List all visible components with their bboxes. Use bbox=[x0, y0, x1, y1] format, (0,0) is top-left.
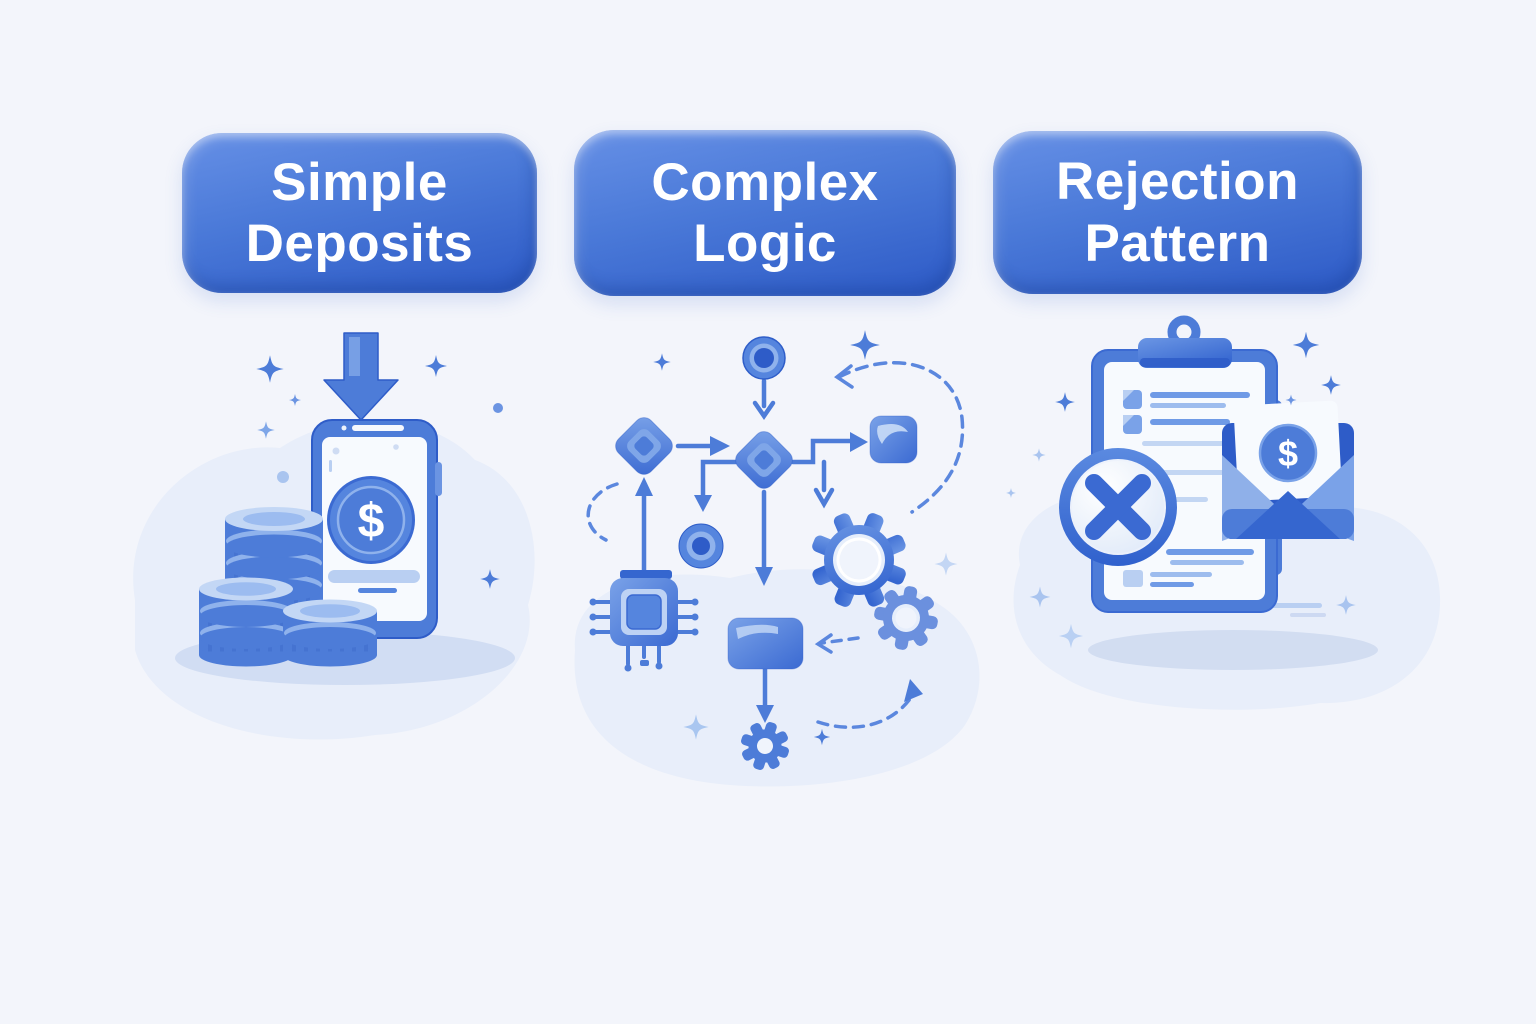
sparkle-icon bbox=[425, 355, 447, 377]
sparkle-icon bbox=[1032, 448, 1046, 462]
sparkle-icon bbox=[257, 421, 275, 439]
flow-arrow-icon bbox=[756, 666, 774, 723]
dashed-connector-icon bbox=[816, 679, 923, 730]
dashed-connector-icon bbox=[834, 361, 965, 514]
accent-line bbox=[1290, 613, 1326, 617]
sparkle-icon bbox=[850, 330, 880, 360]
header-card-rejection-pattern[interactable]: Rejection Pattern bbox=[993, 131, 1362, 294]
sparkle-icon bbox=[256, 355, 284, 383]
sparkle-icon bbox=[1006, 488, 1016, 498]
phone-side-button bbox=[435, 462, 442, 496]
flow-arrow-icon bbox=[752, 378, 776, 420]
accent-line bbox=[1270, 603, 1322, 608]
down-arrow-icon bbox=[323, 332, 399, 421]
simple-deposits-illustration: $ bbox=[133, 332, 535, 740]
sparkle-icon bbox=[653, 353, 671, 371]
dollar-symbol: $ bbox=[1278, 433, 1298, 474]
sparkle-icon bbox=[1292, 331, 1320, 359]
sparkle-icon bbox=[277, 471, 289, 483]
clipboard-icon bbox=[1091, 315, 1278, 613]
dashed-connector-icon bbox=[814, 633, 860, 654]
x-mark bbox=[1085, 474, 1151, 540]
panel-title: Simple Deposits bbox=[245, 152, 474, 273]
sparkle-icon bbox=[288, 393, 302, 407]
panel-title: Rejection Pattern bbox=[1055, 152, 1300, 273]
flow-arrow-icon bbox=[694, 459, 739, 512]
decision-diamond-icon bbox=[735, 431, 793, 489]
envelope-icon: $ bbox=[1222, 400, 1354, 541]
flow-arrow-icon bbox=[675, 436, 730, 456]
process-square-icon bbox=[869, 415, 918, 464]
ground-shadow bbox=[1088, 630, 1378, 670]
coin-stack-icon bbox=[199, 577, 293, 667]
checklist-icon bbox=[1123, 390, 1260, 587]
decision-diamond-icon bbox=[615, 417, 673, 475]
flow-arrow-icon bbox=[755, 489, 773, 586]
flow-arrow-icon bbox=[635, 477, 653, 575]
sparkle-icon bbox=[934, 552, 958, 576]
start-node-icon bbox=[742, 336, 786, 380]
gear-icon bbox=[741, 722, 789, 770]
header-card-simple-deposits[interactable]: Simple Deposits bbox=[182, 133, 537, 293]
dollar-coin-icon: $ bbox=[327, 476, 415, 564]
sparkle-icon bbox=[1321, 375, 1341, 395]
dollar-coin-icon: $ bbox=[1258, 423, 1318, 483]
x-circle-icon bbox=[1059, 448, 1177, 566]
complex-logic-illustration bbox=[574, 330, 980, 787]
flow-arrow-icon bbox=[790, 432, 868, 509]
gear-icon bbox=[812, 513, 906, 607]
cpu-chip-icon bbox=[589, 570, 699, 672]
rejection-pattern-illustration: $ bbox=[1006, 315, 1441, 710]
progress-bar bbox=[328, 570, 420, 583]
sparkle-icon bbox=[1055, 392, 1075, 412]
connector-node-icon bbox=[678, 523, 724, 569]
gear-icon bbox=[874, 586, 938, 650]
header-card-complex-logic[interactable]: Complex Logic bbox=[574, 130, 956, 296]
dashed-connector-icon bbox=[586, 482, 619, 542]
process-box-icon bbox=[727, 617, 804, 670]
clipboard-clip-icon bbox=[1138, 338, 1232, 368]
panel-title: Complex Logic bbox=[651, 152, 879, 273]
sparkle-icon bbox=[493, 403, 503, 413]
dollar-symbol: $ bbox=[358, 495, 385, 548]
coin-stack-icon bbox=[283, 599, 377, 667]
